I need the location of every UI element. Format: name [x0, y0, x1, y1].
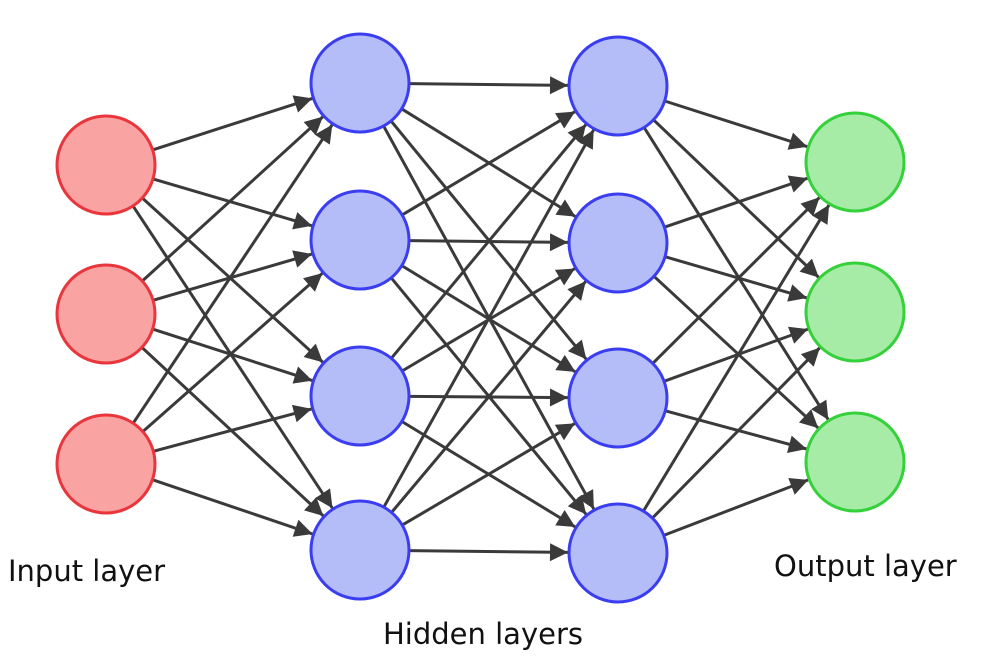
- connection-l2-n4-to-l3-n4: [408, 543, 569, 562]
- input-layer-label: Input layer: [8, 554, 166, 588]
- connection-l1-n2-to-l2-n2: [152, 250, 313, 302]
- hidden-layers-label: Hidden layers: [383, 617, 583, 651]
- connection-l3-n1-to-l4-n3: [642, 126, 830, 421]
- input-neuron-l1-2: [55, 263, 157, 365]
- connection-l3-n1-to-l4-n2: [652, 118, 820, 279]
- hidden-neuron-l2-3: [309, 345, 411, 447]
- connection-l1-n1-to-l2-n1: [152, 95, 313, 152]
- connection-l2-n2-to-l3-n1: [401, 110, 576, 217]
- hidden-neuron-l2-2: [309, 189, 411, 291]
- output-neuron-l4-2: [804, 261, 906, 363]
- hidden-neuron-l3-1: [567, 35, 669, 137]
- connection-l3-n3-to-l4-n1: [651, 196, 821, 365]
- connection-l3-n2-to-l4-n2: [664, 255, 808, 302]
- connection-l1-n3-to-l2-n4: [151, 478, 314, 537]
- hidden-neuron-l3-2: [567, 192, 669, 294]
- input-neuron-l1-1: [55, 114, 157, 216]
- connection-l1-n2-to-l2-n1: [141, 115, 325, 283]
- connection-l2-n1-to-l3-n1: [408, 76, 569, 95]
- connection-l3-n4-to-l4-n2: [651, 346, 821, 520]
- connection-l3-n3-to-l4-n2: [663, 326, 809, 383]
- hidden-neuron-l2-4: [309, 499, 411, 601]
- output-neuron-l4-1: [804, 111, 906, 213]
- connection-l1-n3-to-l2-n1: [131, 123, 334, 425]
- connection-l1-n3-to-l2-n3: [152, 404, 313, 453]
- connection-l2-n3-to-l3-n1: [390, 123, 588, 360]
- output-layer-label: Output layer: [774, 549, 957, 583]
- connection-l1-n3-to-l2-n2: [141, 271, 324, 433]
- connection-l1-n1-to-l2-n4: [131, 205, 334, 510]
- connection-l3-n2-to-l4-n1: [663, 175, 809, 229]
- output-neuron-l4-3: [804, 411, 906, 513]
- connection-l3-n3-to-l4-n3: [664, 409, 808, 453]
- connection-l1-n2-to-l2-n4: [140, 346, 325, 518]
- hidden-neuron-l2-1: [309, 32, 411, 134]
- connection-l2-n4-to-l3-n2: [390, 280, 587, 514]
- connection-l1-n1-to-l2-n3: [141, 196, 325, 364]
- connection-l3-n4-to-l4-n1: [642, 204, 831, 512]
- connection-l3-n1-to-l4-n1: [664, 99, 808, 150]
- connection-l3-n2-to-l4-n3: [652, 275, 820, 430]
- input-neuron-l1-3: [55, 413, 157, 515]
- connection-l3-n4-to-l4-n3: [663, 477, 809, 537]
- hidden-neuron-l3-3: [567, 347, 669, 449]
- connection-l1-n1-to-l2-n2: [152, 177, 313, 230]
- connection-l1-n2-to-l2-n3: [152, 327, 313, 384]
- connection-l2-n4-to-l3-n1: [382, 128, 596, 508]
- hidden-neuron-l3-4: [567, 502, 669, 604]
- connection-l2-n4-to-l3-n3: [401, 422, 576, 527]
